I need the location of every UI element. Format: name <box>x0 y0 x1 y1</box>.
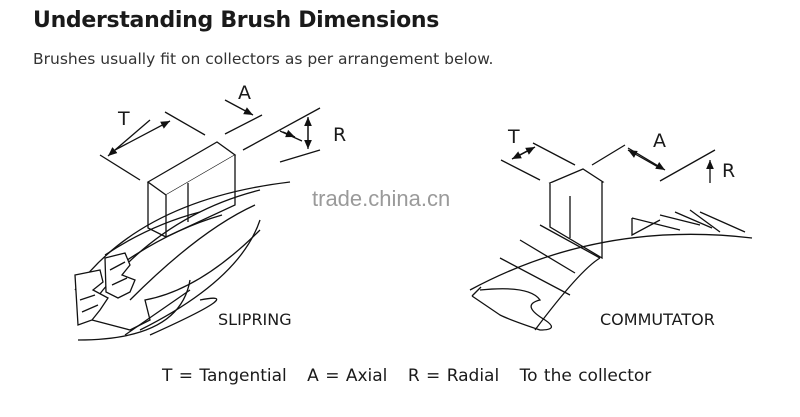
legend-note: To the collector <box>519 366 652 386</box>
slipring-t-label: T <box>118 108 130 130</box>
slipring-figure <box>74 99 321 341</box>
commutator-figure <box>469 142 753 331</box>
legend-tangential: T = Tangential <box>162 366 287 386</box>
watermark: trade.china.cn <box>312 186 451 211</box>
slipring-r-label: R <box>333 124 347 146</box>
commutator-a-label: A <box>653 130 666 152</box>
legend-radial: R = Radial <box>407 366 500 386</box>
legend-axial: A = Axial <box>307 366 388 386</box>
commutator-r-label: R <box>722 160 736 182</box>
page-title: Understanding Brush Dimensions <box>33 8 440 33</box>
commutator-t-label: T <box>508 126 520 148</box>
subtitle: Brushes usually fit on collectors as per… <box>33 50 494 68</box>
slipring-caption: SLIPRING <box>218 310 292 329</box>
commutator-caption: COMMUTATOR <box>600 310 715 329</box>
legend: T = Tangential A = Axial R = Radial To t… <box>162 366 665 386</box>
slipring-a-label: A <box>238 82 251 104</box>
